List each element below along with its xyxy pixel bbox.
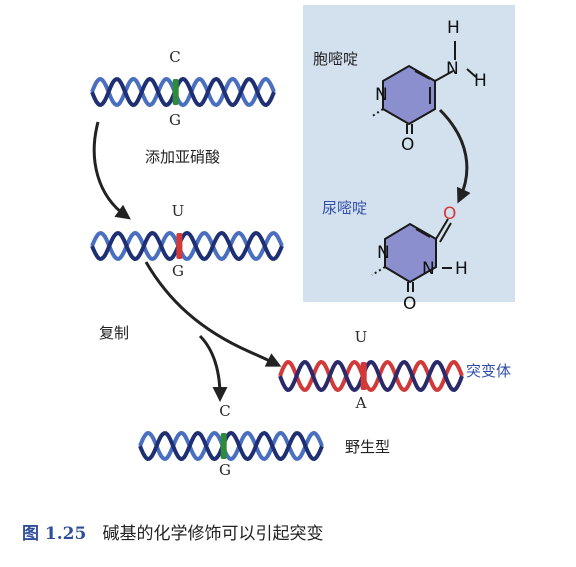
base-mutant-upper: U (355, 328, 368, 346)
base-pair-marker (360, 362, 367, 390)
label-mutant: 突变体 (466, 362, 511, 380)
uracil-name: 尿嘧啶 (322, 199, 367, 217)
label-add-nitrous-acid: 添加亚硝酸 (145, 148, 220, 166)
atom-n1-uracil: N (377, 243, 390, 263)
label-wild-type: 野生型 (345, 438, 390, 456)
atom-n1: N (375, 85, 388, 105)
dna-helix-wildtype (138, 430, 324, 462)
base-wildtype-upper: C (219, 402, 230, 420)
base-pair-marker (176, 233, 183, 259)
base-wildtype-lower: G (219, 461, 231, 479)
atom-o-uracil-new: O (443, 204, 456, 224)
base-pair-marker (220, 433, 227, 459)
atom-h-top: H (447, 18, 460, 38)
base-middle-upper: U (172, 202, 185, 220)
atom-n-amino: N (446, 59, 459, 79)
atom-h-right: H (474, 71, 487, 91)
dna-helix-original (90, 76, 276, 108)
helix-strand-back (90, 230, 284, 262)
arrow-add-acid (92, 121, 131, 220)
base-pair-marker (172, 79, 179, 105)
arrow-deamination (438, 108, 471, 204)
helix-strand-front (138, 430, 324, 462)
arrow-to-mutant (144, 261, 282, 367)
base-middle-lower: G (172, 262, 184, 280)
helix-strand-back (138, 430, 324, 462)
helix-strand-front (90, 230, 284, 262)
helix-strand-back (278, 359, 464, 393)
dna-helix-modified (90, 230, 284, 262)
uracil-molecule: 尿嘧啶 O N N H O (322, 199, 468, 314)
dna-helix-mutant (278, 359, 464, 393)
helix-strand-front (278, 359, 464, 393)
helix-strand-front (90, 76, 276, 108)
base-top-lower: G (169, 111, 181, 129)
atom-o-uracil: O (403, 294, 416, 314)
figure-caption: 图 1.25 碱基的化学修饰可以引起突变 (22, 519, 324, 544)
arrow-to-wildtype (198, 334, 228, 402)
cytosine-molecule: 胞嘧啶 H N H N O (313, 18, 487, 155)
base-mutant-lower: A (355, 394, 367, 412)
atom-n3-uracil: N (422, 259, 435, 279)
figure-caption-text: 碱基的化学修饰可以引起突变 (102, 524, 324, 544)
label-replication: 复制 (99, 324, 129, 342)
base-top-upper: C (169, 48, 180, 66)
cytosine-name: 胞嘧啶 (313, 50, 358, 68)
figure-number: 图 1.25 (22, 524, 87, 544)
helix-strand-back (90, 76, 276, 108)
atom-h-uracil: H (455, 259, 468, 279)
atom-o-cytosine: O (401, 135, 414, 155)
